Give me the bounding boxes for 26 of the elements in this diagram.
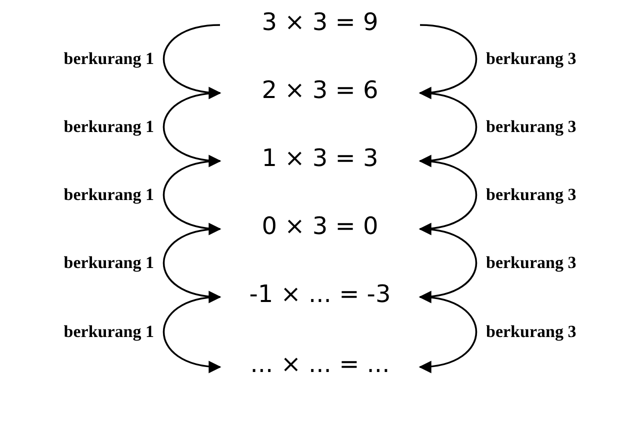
- curved-arrow: [418, 92, 477, 166]
- edge-label: berkurang 3: [486, 253, 576, 273]
- curved-arrow: [418, 296, 478, 372]
- equation-text: 2 × 3 = 6: [220, 76, 420, 110]
- edge-label: berkurang 1: [64, 117, 154, 137]
- curved-arrow: [162, 24, 222, 98]
- equation-text: ... × ... = ...: [220, 350, 420, 384]
- curved-arrow: [418, 228, 477, 302]
- edge-label: berkurang 3: [486, 322, 576, 342]
- curved-arrow: [418, 160, 477, 234]
- curved-arrow: [162, 160, 222, 234]
- equation-text: 3 × 3 = 9: [220, 8, 420, 42]
- equation-text: -1 × ... = -3: [220, 280, 420, 314]
- equation-text: 0 × 3 = 0: [220, 212, 420, 246]
- equation-text: 1 × 3 = 3: [220, 144, 420, 178]
- curved-arrow: [418, 24, 477, 98]
- edge-label: berkurang 1: [64, 322, 154, 342]
- edge-label: berkurang 3: [486, 185, 576, 205]
- curved-arrow: [162, 296, 222, 372]
- edge-label: berkurang 1: [64, 253, 154, 273]
- edge-label: berkurang 1: [64, 185, 154, 205]
- edge-label: berkurang 1: [64, 49, 154, 69]
- edge-label: berkurang 3: [486, 49, 576, 69]
- curved-arrow: [162, 92, 222, 166]
- curved-arrow: [162, 228, 222, 302]
- edge-label: berkurang 3: [486, 117, 576, 137]
